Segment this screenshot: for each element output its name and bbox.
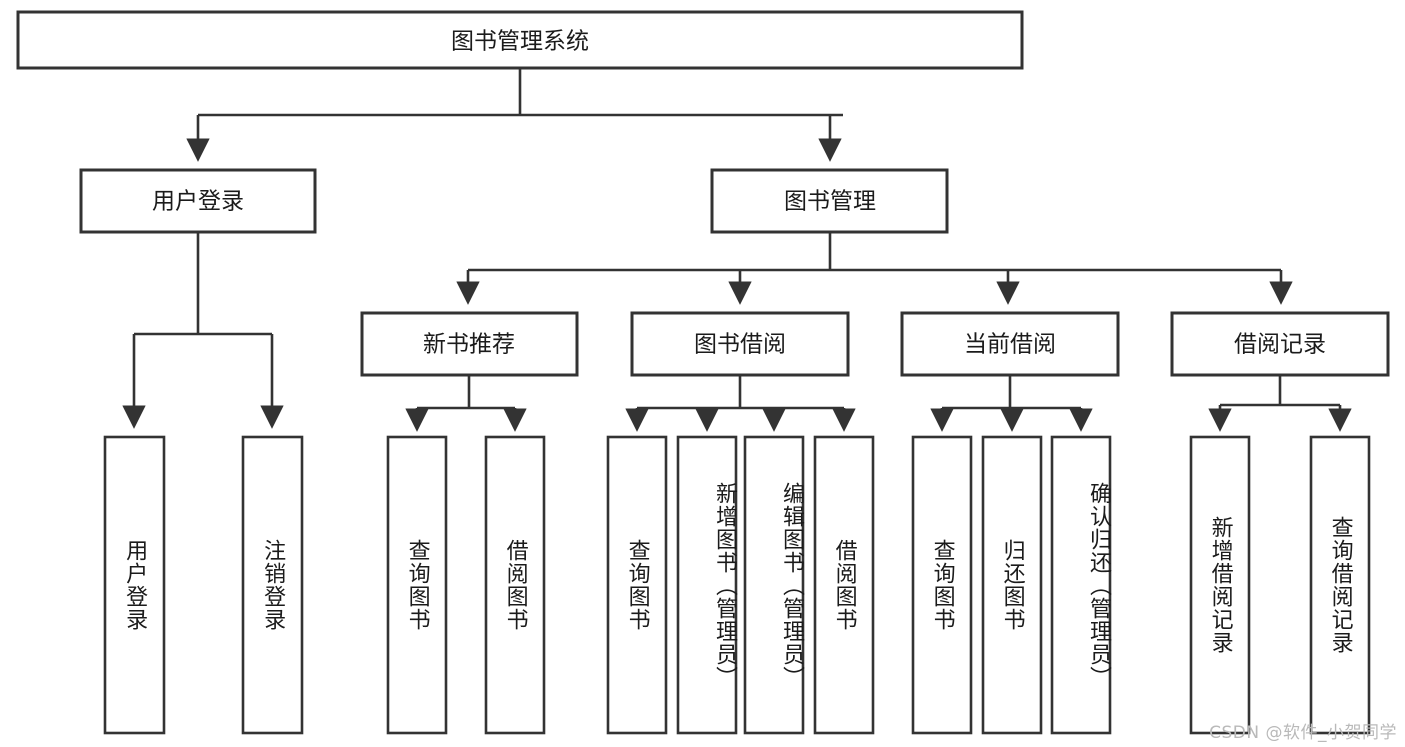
connector-borrow-record-leaves [1208,375,1352,432]
leaf-query-book-2[interactable] [606,435,668,735]
leaf-borrow-book-1[interactable] [484,435,546,735]
connector-new-book-rec-leaves [405,375,527,432]
leaf-user-login[interactable] [103,435,166,735]
leaf-borrow-book-2[interactable] [813,435,875,735]
connector-current-borrow-leaves [930,375,1093,432]
node-book-borrow-label: 图书借阅 [694,332,786,358]
connector-root-bus [186,68,843,162]
node-root[interactable]: 图书管理系统 [16,10,1024,70]
node-user-login[interactable]: 用户登录 [79,168,317,234]
leaf-user-logout[interactable] [241,435,304,735]
node-new-book-rec[interactable]: 新书推荐 [360,311,579,377]
connector-user-login-leaves [122,232,284,429]
connector-book-manage-level3 [456,232,1293,305]
csdn-watermark: CSDN @软件_小贺同学 [1209,723,1397,743]
node-current-borrow-label: 当前借阅 [964,332,1056,358]
leaf-query-record[interactable] [1309,435,1371,735]
node-root-label: 图书管理系统 [451,29,589,55]
node-book-borrow[interactable]: 图书借阅 [630,311,850,377]
node-new-book-rec-label: 新书推荐 [423,332,515,358]
leaf-edit-book[interactable] [743,435,805,735]
node-book-manage-label: 图书管理 [784,189,876,215]
leaf-add-book[interactable] [676,435,738,735]
leaf-query-book-1[interactable] [386,435,448,735]
node-book-manage[interactable]: 图书管理 [710,168,949,234]
leaf-confirm-return[interactable] [1050,435,1112,735]
node-borrow-record[interactable]: 借阅记录 [1170,311,1390,377]
leaf-return-book[interactable] [981,435,1043,735]
connector-book-borrow-leaves [625,375,856,432]
leaf-add-record[interactable] [1189,435,1251,735]
node-user-login-label: 用户登录 [152,189,244,215]
node-borrow-record-label: 借阅记录 [1234,332,1326,358]
node-current-borrow[interactable]: 当前借阅 [900,311,1120,377]
leaf-query-book-3[interactable] [911,435,973,735]
